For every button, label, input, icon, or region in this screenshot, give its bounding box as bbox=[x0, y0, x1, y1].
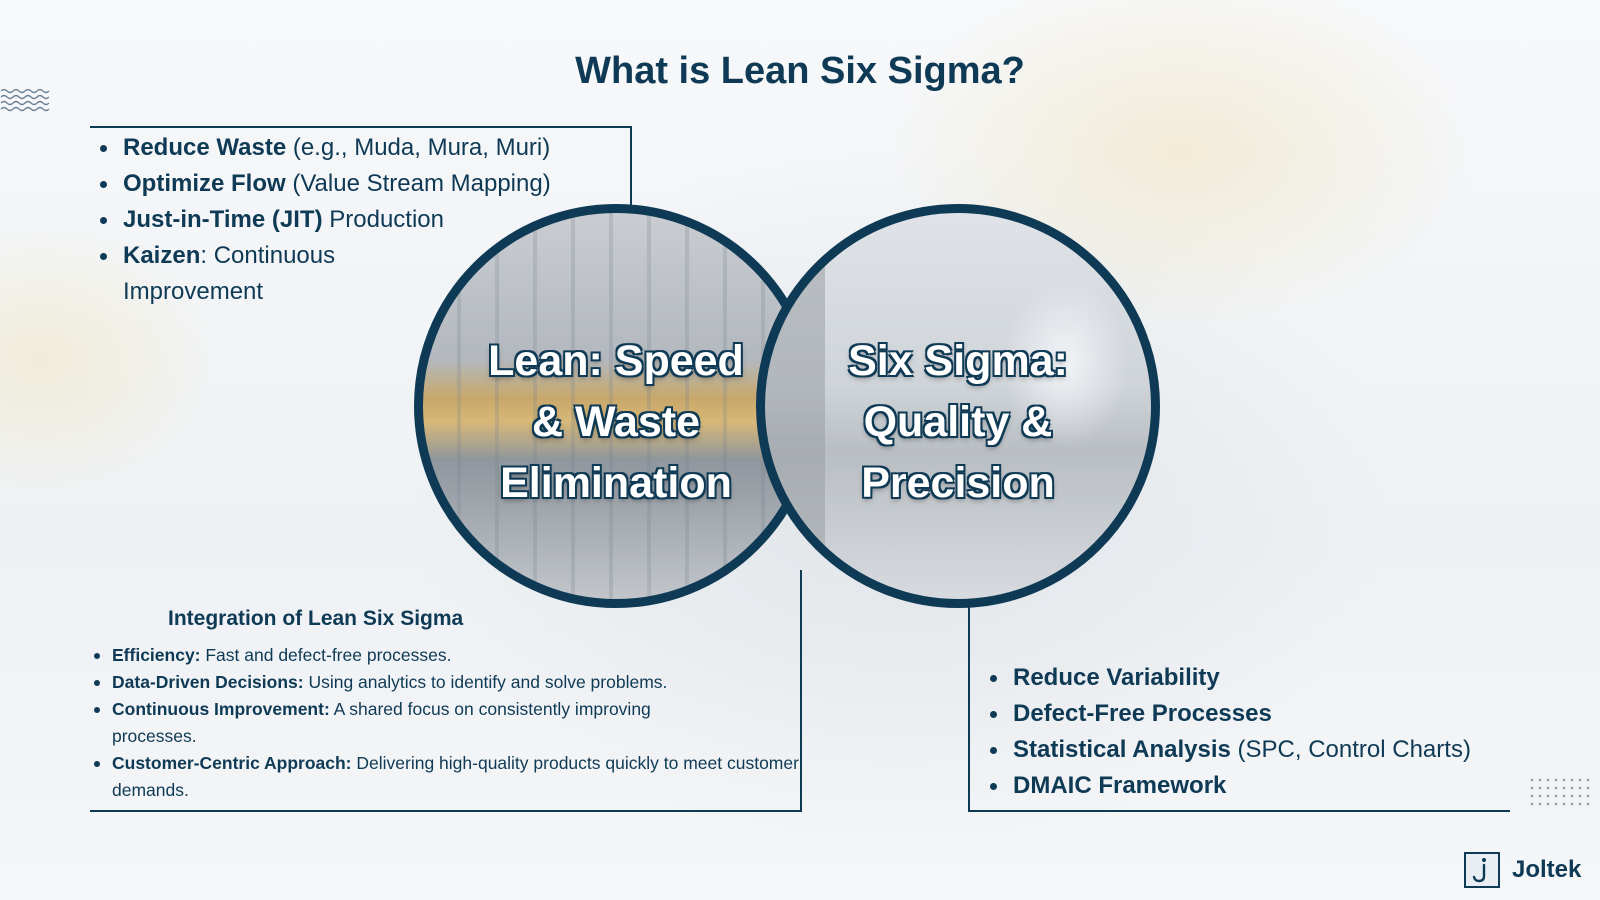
wave-decoration-icon bbox=[0, 88, 50, 112]
six-sigma-circle-image: Six Sigma: Quality & Precision bbox=[756, 204, 1160, 608]
six-sigma-circle-label: Six Sigma: Quality & Precision bbox=[848, 337, 1068, 507]
list-item: Customer-Centric Approach: Delivering hi… bbox=[92, 750, 804, 804]
list-item: Defect-Free Processes bbox=[988, 696, 1548, 732]
list-item: DMAIC Framework bbox=[988, 768, 1548, 804]
list-item: Optimize Flow (Value Stream Mapping) bbox=[98, 166, 618, 202]
list-item: Just-in-Time (JIT) Production bbox=[98, 202, 618, 238]
list-item: Data-Driven Decisions: Using analytics t… bbox=[92, 669, 804, 696]
list-item: Reduce Waste (e.g., Muda, Mura, Muri) bbox=[98, 130, 618, 166]
brand-logo: Joltek bbox=[1464, 850, 1581, 890]
list-item: Continuous Improvement: A shared focus o… bbox=[92, 696, 722, 750]
brand-name: Joltek bbox=[1512, 856, 1582, 883]
lean-frame bbox=[90, 126, 632, 206]
list-item: Efficiency: Fast and defect-free process… bbox=[92, 642, 804, 669]
six-sigma-points-list: Reduce Variability Defect-Free Processes… bbox=[988, 660, 1548, 804]
lean-points-list: Reduce Waste (e.g., Muda, Mura, Muri) Op… bbox=[98, 130, 618, 310]
slide-title: What is Lean Six Sigma? bbox=[575, 50, 1025, 92]
integration-list: Efficiency: Fast and defect-free process… bbox=[92, 642, 804, 804]
joltek-logo-icon bbox=[1464, 852, 1500, 888]
list-item: Reduce Variability bbox=[988, 660, 1548, 696]
six-sigma-frame bbox=[968, 600, 1510, 812]
lean-circle-label: Lean: Speed & Waste Elimination bbox=[488, 337, 744, 507]
dot-grid-decoration-icon bbox=[1530, 778, 1590, 806]
integration-frame bbox=[90, 570, 802, 812]
integration-title: Integration of Lean Six Sigma bbox=[168, 607, 464, 630]
list-item: Kaizen: Continuous Improvement bbox=[98, 238, 383, 310]
list-item: Statistical Analysis (SPC, Control Chart… bbox=[988, 732, 1548, 768]
